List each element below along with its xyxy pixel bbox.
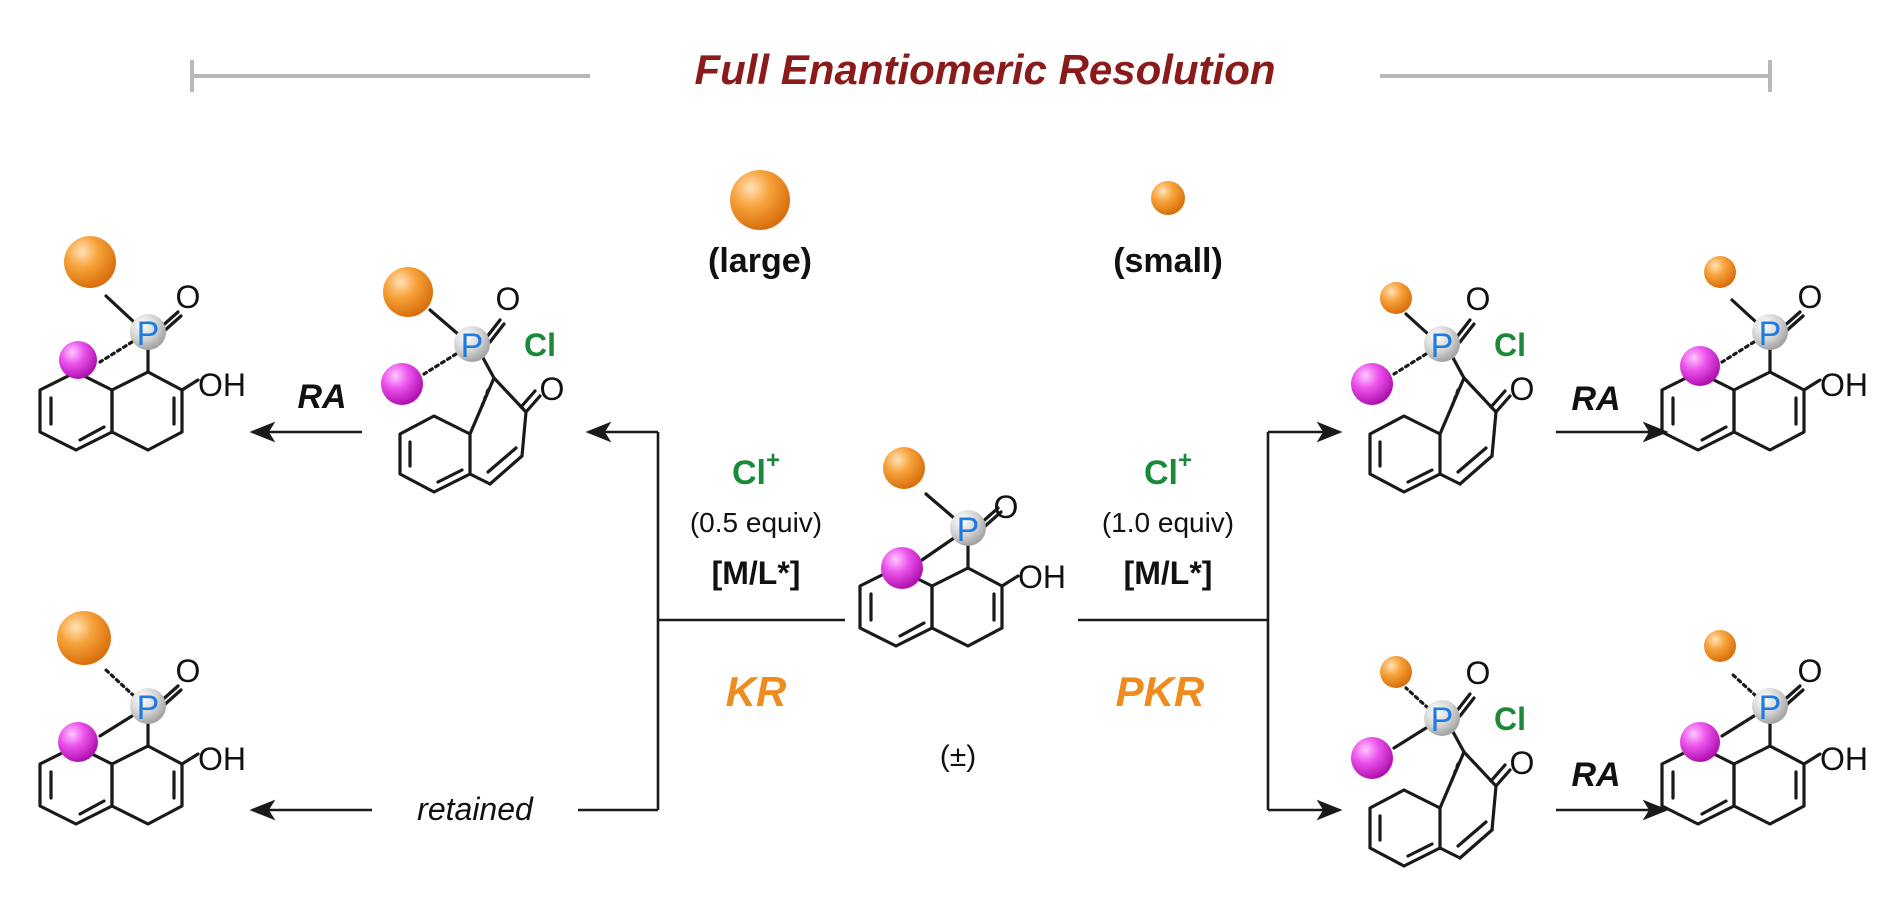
small-sphere	[1380, 282, 1412, 314]
top-right-product: P O OH	[1660, 256, 1868, 452]
bottom-right-product: P O OH	[1660, 630, 1868, 826]
chlorine-label: Cl	[524, 327, 556, 363]
phosphorus-label: P	[137, 689, 160, 727]
phosphorus-label: P	[1759, 315, 1782, 353]
large-sphere	[57, 611, 111, 665]
magenta-sphere	[1680, 346, 1720, 386]
magenta-sphere	[1351, 363, 1393, 405]
magenta-sphere	[59, 341, 97, 379]
carbonyl-oxygen-label: O	[1510, 371, 1535, 407]
top-left-product: P O OH	[38, 236, 246, 452]
phosphorus-label: P	[137, 315, 160, 353]
large-substituent-sphere	[730, 170, 790, 230]
magenta-sphere	[881, 547, 923, 589]
large-label: (large)	[708, 242, 812, 280]
title-bracket	[190, 60, 1772, 92]
right-catalyst: [M/L*]	[1124, 555, 1213, 591]
left-bracket-lines	[578, 421, 845, 812]
left-chloroketone: P O Cl O	[381, 267, 565, 494]
oxygen-label: O	[1798, 279, 1823, 315]
left-ra-label: RA	[297, 378, 346, 416]
left-retained-label: retained	[417, 791, 534, 827]
hydroxyl-label: OH	[1820, 741, 1868, 777]
large-sphere	[883, 447, 925, 489]
carbonyl-oxygen-label: O	[1510, 745, 1535, 781]
magenta-sphere	[381, 363, 423, 405]
left-catalyst: [M/L*]	[712, 555, 801, 591]
large-sphere	[64, 236, 116, 288]
oxygen-label: O	[994, 489, 1019, 525]
chlorine-label: Cl	[1494, 327, 1526, 363]
right-equiv: (1.0 equiv)	[1102, 507, 1234, 538]
left-equiv: (0.5 equiv)	[690, 507, 822, 538]
oxygen-label: O	[176, 653, 201, 689]
oxygen-label: O	[1466, 655, 1491, 691]
hydroxyl-label: OH	[1018, 559, 1066, 595]
small-sphere	[1704, 630, 1736, 662]
small-label: (small)	[1113, 242, 1223, 280]
right-upper-ra-label: RA	[1571, 380, 1620, 418]
phosphorus-atom	[454, 326, 490, 362]
left-method-kr: KR	[726, 668, 787, 715]
small-sphere	[1380, 656, 1412, 688]
lower-right-chloroketone: P O Cl O	[1351, 655, 1535, 868]
scheme-title: Full Enantiomeric Resolution	[694, 46, 1275, 93]
hydroxyl-label: OH	[1820, 367, 1868, 403]
magenta-sphere	[1351, 737, 1393, 779]
small-substituent-sphere	[1151, 181, 1185, 215]
racemic-naphthol: P O OH	[858, 447, 1066, 648]
bottom-left-product: P O OH	[38, 611, 246, 826]
upper-right-chloroketone: P O Cl O	[1351, 281, 1535, 494]
hydroxyl-label: OH	[198, 367, 246, 403]
oxygen-label: O	[1798, 653, 1823, 689]
large-sphere	[383, 267, 433, 317]
right-lower-ra-label: RA	[1571, 756, 1620, 794]
phosphorus-atom	[1752, 314, 1788, 350]
racemic-label: (±)	[940, 740, 976, 773]
hydroxyl-label: OH	[198, 741, 246, 777]
phosphorus-atom	[950, 510, 986, 546]
oxygen-label: O	[1466, 281, 1491, 317]
magenta-sphere	[1680, 722, 1720, 762]
phosphorus-atom	[1424, 700, 1460, 736]
carbonyl-oxygen-label: O	[540, 371, 565, 407]
phosphorus-label: P	[1431, 701, 1454, 739]
phosphorus-atom	[1752, 688, 1788, 724]
phosphorus-label: P	[1759, 689, 1782, 727]
phosphorus-label: P	[461, 327, 484, 365]
phosphorus-label: P	[1431, 327, 1454, 365]
phosphorus-atom	[1424, 326, 1460, 362]
oxygen-label: O	[176, 279, 201, 315]
right-method-pkr: PKR	[1116, 668, 1205, 715]
right-bracket-lines	[1078, 421, 1343, 821]
phosphorus-atom	[130, 314, 166, 350]
chlorine-label: Cl	[1494, 701, 1526, 737]
phosphorus-label: P	[957, 511, 980, 549]
small-sphere	[1704, 256, 1736, 288]
right-reagent: Cl+	[1144, 447, 1192, 492]
magenta-sphere	[58, 722, 98, 762]
phosphorus-atom	[130, 688, 166, 724]
oxygen-label: O	[496, 281, 521, 317]
left-reagent: Cl+	[732, 447, 780, 492]
